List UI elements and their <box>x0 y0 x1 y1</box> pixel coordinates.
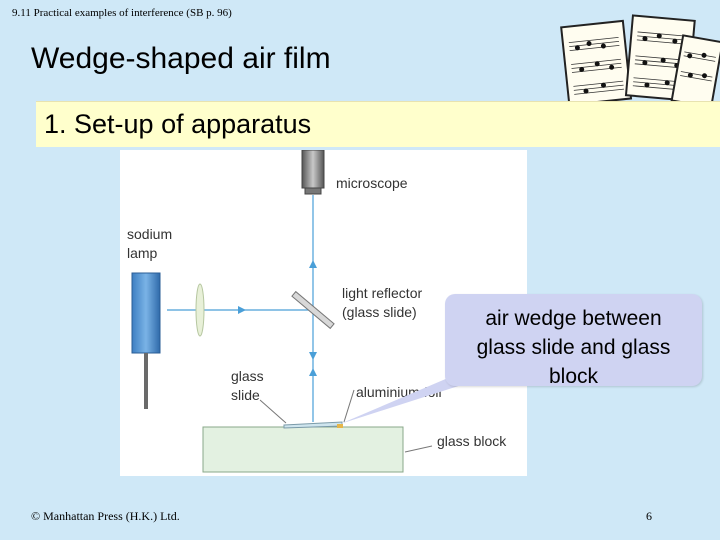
callout-line-1: air wedge between <box>485 307 662 330</box>
ray-arrow-up-2 <box>309 368 317 376</box>
footer-copyright: © Manhattan Press (H.K.) Ltd. <box>31 509 180 523</box>
callout-text: air wedge between glass slide and glass … <box>445 304 702 391</box>
callout-line-3: block <box>548 365 599 388</box>
ray-arrow-down <box>309 352 317 360</box>
lens <box>195 283 205 337</box>
microscope-icon <box>301 150 325 195</box>
section-bar: 1. Set-up of apparatus <box>36 101 720 147</box>
ray-arrow-up-1 <box>309 260 317 268</box>
slide-title: Wedge-shaped air film <box>31 42 331 75</box>
header-reference: 9.11 Practical examples of interference … <box>12 7 232 19</box>
label-light-reflector-2: (glass slide) <box>342 304 417 320</box>
label-sodium-lamp-2: lamp <box>127 245 158 261</box>
label-glass-slide-1: glass <box>231 368 264 384</box>
label-sodium-lamp-1: sodium <box>127 226 173 242</box>
aluminium-foil <box>337 424 343 428</box>
sodium-lamp-icon <box>131 272 161 409</box>
glass-block <box>202 426 404 473</box>
label-glass-block: glass block <box>437 433 507 449</box>
section-heading: 1. Set-up of apparatus <box>44 109 312 139</box>
label-microscope: microscope <box>336 175 408 191</box>
callout-box: air wedge between glass slide and glass … <box>445 294 702 388</box>
callout-line-2: glass slide and glass <box>476 336 671 359</box>
music-sheets-decoration <box>560 14 720 109</box>
label-glass-slide-2: slide <box>231 387 260 403</box>
page-number: 6 <box>646 509 652 523</box>
light-reflector-slide <box>291 290 335 330</box>
ray-arrow-right <box>238 306 246 314</box>
label-light-reflector-1: light reflector <box>342 285 423 301</box>
